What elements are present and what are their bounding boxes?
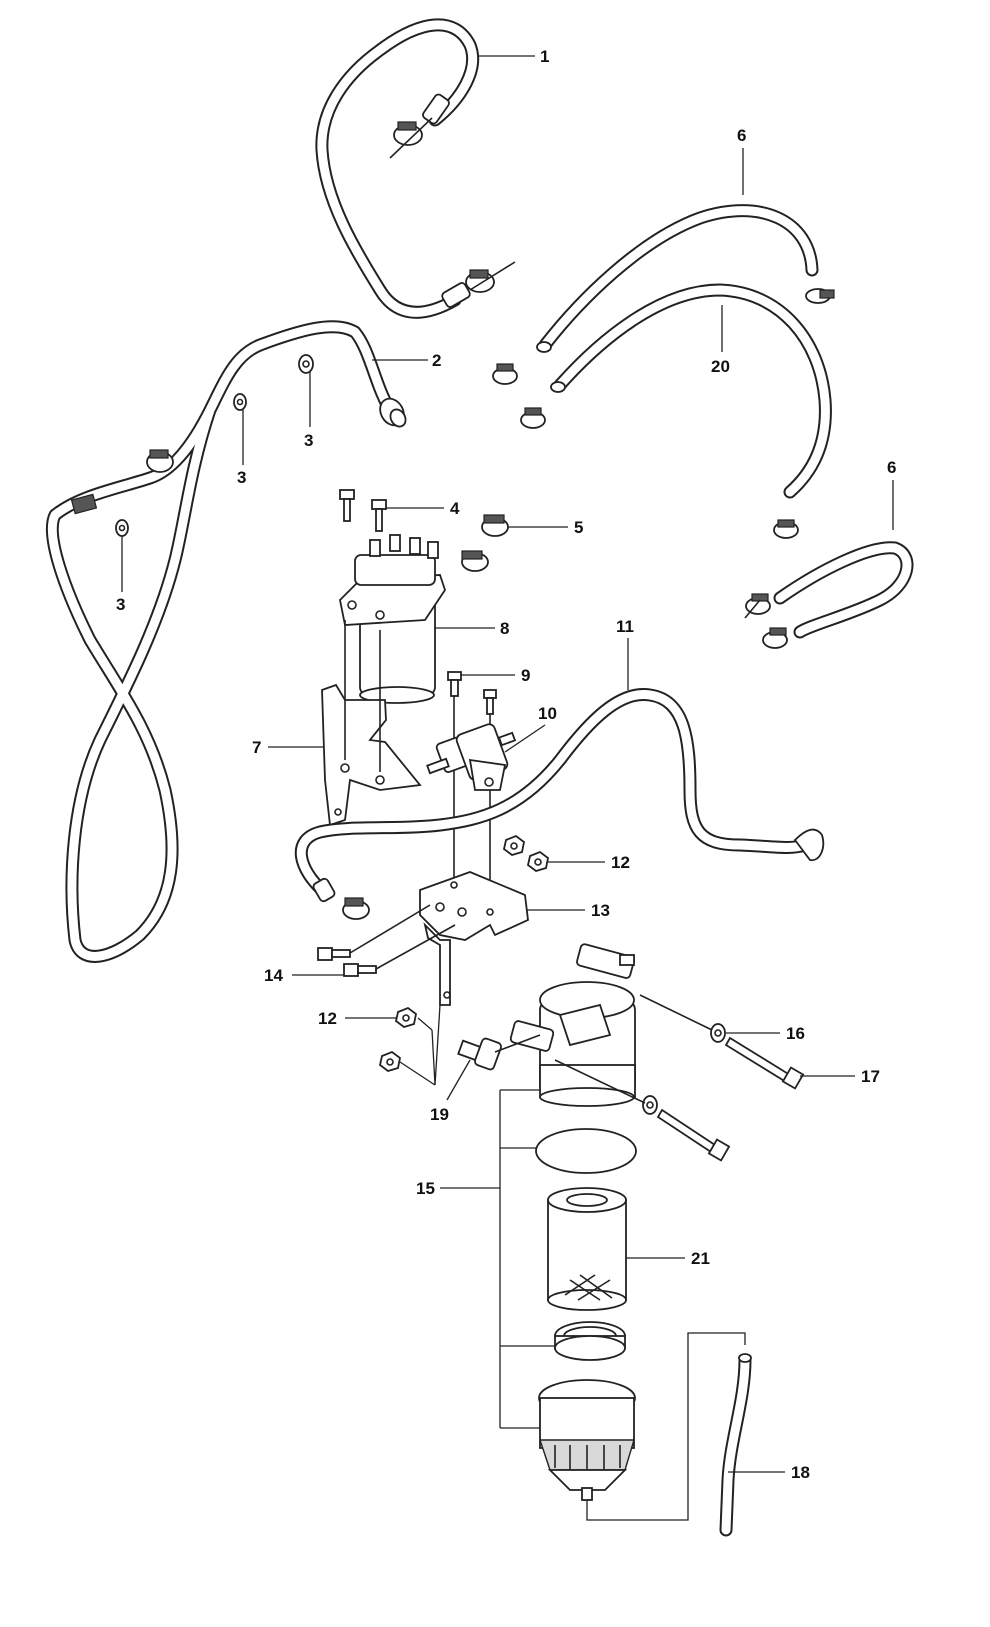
- hose-part-6-upper: [536, 204, 819, 353]
- callout-labels: 1 2 3 3 3 4 5 6 6 7 8 9 10 11 12 12 13 1…: [116, 47, 896, 1482]
- hose-clamp-part-5: [461, 514, 509, 572]
- hose-clamp: [762, 627, 788, 649]
- cable-clip: [115, 519, 129, 537]
- callout-13: 13: [591, 901, 610, 920]
- hose-part-6-lower: [773, 541, 914, 639]
- hose-clamp: [146, 449, 174, 473]
- callout-12: 12: [611, 853, 630, 872]
- bolt-part-4: [339, 489, 387, 532]
- callout-10: 10: [538, 704, 557, 723]
- callout-3: 3: [304, 431, 313, 450]
- callout-2: 2: [432, 351, 441, 370]
- bracket-part-13: [419, 871, 529, 1006]
- callout-15: 15: [416, 1179, 435, 1198]
- cable-clip: [233, 393, 247, 411]
- filter-element-part-21: [547, 1187, 627, 1311]
- hose-part-2: [45, 320, 407, 963]
- callout-14: 14: [264, 966, 283, 985]
- callout-20: 20: [711, 357, 730, 376]
- callout-21: 21: [691, 1249, 710, 1268]
- callout-5: 5: [574, 518, 583, 537]
- fuel-pump-part-10: [426, 723, 517, 791]
- hose-part-1: [315, 18, 480, 319]
- o-ring-seal: [535, 1128, 637, 1174]
- washer-part-16: [642, 1023, 726, 1115]
- callout-16: 16: [786, 1024, 805, 1043]
- hose-part-11: [294, 687, 825, 903]
- callout-11: 11: [616, 617, 634, 636]
- callout-12: 12: [318, 1009, 337, 1028]
- bolt-part-14: [317, 904, 456, 977]
- seal-ring: [554, 1321, 626, 1361]
- filter-bowl: [538, 1379, 636, 1501]
- callout-7: 7: [252, 738, 261, 757]
- callout-17: 17: [861, 1067, 880, 1086]
- callout-3: 3: [237, 468, 246, 487]
- hose-clamp: [805, 288, 835, 304]
- hose-clamp: [520, 407, 546, 429]
- drain-hose-part-18: [719, 1353, 752, 1537]
- bolt-part-17: [554, 994, 805, 1162]
- leader-lines: [121, 55, 894, 1521]
- hose-clamp: [465, 261, 516, 293]
- hose-part-20: [550, 283, 832, 499]
- callout-18: 18: [791, 1463, 810, 1482]
- hose-clamp: [773, 519, 799, 539]
- hose-clamp: [492, 363, 518, 385]
- callout-6: 6: [737, 126, 746, 145]
- callout-8: 8: [500, 619, 509, 638]
- cable-clip: [298, 354, 314, 374]
- filter-head-part-15: [509, 943, 636, 1107]
- callout-9: 9: [521, 666, 530, 685]
- callout-4: 4: [450, 499, 460, 518]
- hose-clamp: [342, 897, 370, 920]
- callout-19: 19: [430, 1105, 449, 1124]
- nut-part-12: [378, 834, 549, 1072]
- hose-clamp: [744, 593, 771, 619]
- bolt-part-9: [447, 671, 497, 905]
- callout-1: 1: [540, 47, 549, 66]
- fitting-part-19: [457, 1034, 541, 1071]
- callout-6: 6: [887, 458, 896, 477]
- callout-3: 3: [116, 595, 125, 614]
- hose-clamp: [389, 117, 433, 159]
- fuel-filter-part-8: [339, 534, 446, 704]
